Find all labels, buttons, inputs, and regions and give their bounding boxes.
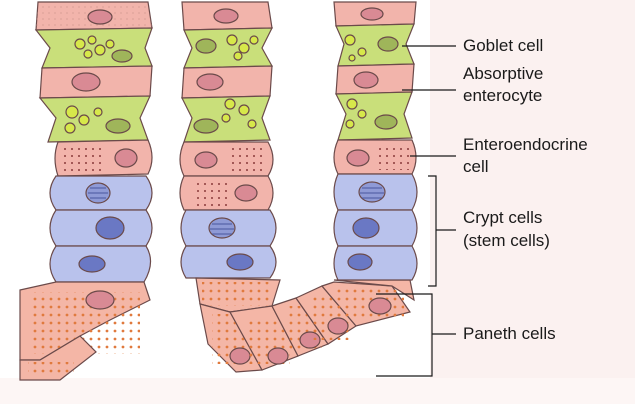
label-goblet-cell: Goblet cell: [463, 35, 543, 56]
stem-cell: [334, 246, 417, 280]
goblet-cell: [36, 28, 152, 68]
label-crypt-line1: Crypt cells: [463, 207, 542, 228]
label-absorptive-line1: Absorptive: [463, 63, 543, 84]
goblet-cell: [336, 92, 412, 140]
label-enteroendocrine-line1: Enteroendocrine: [463, 134, 588, 155]
goblet-cell: [40, 96, 150, 142]
label-crypt-line2: (stem cells): [463, 230, 550, 251]
label-paneth-cells: Paneth cells: [463, 323, 556, 344]
absorptive-cell: [182, 66, 272, 98]
nucleus: [88, 10, 112, 24]
right-crypt-column: [334, 2, 417, 280]
label-enteroendocrine-line2: cell: [463, 156, 489, 177]
label-absorptive-line2: enterocyte: [463, 85, 542, 106]
nucleus: [72, 73, 100, 91]
